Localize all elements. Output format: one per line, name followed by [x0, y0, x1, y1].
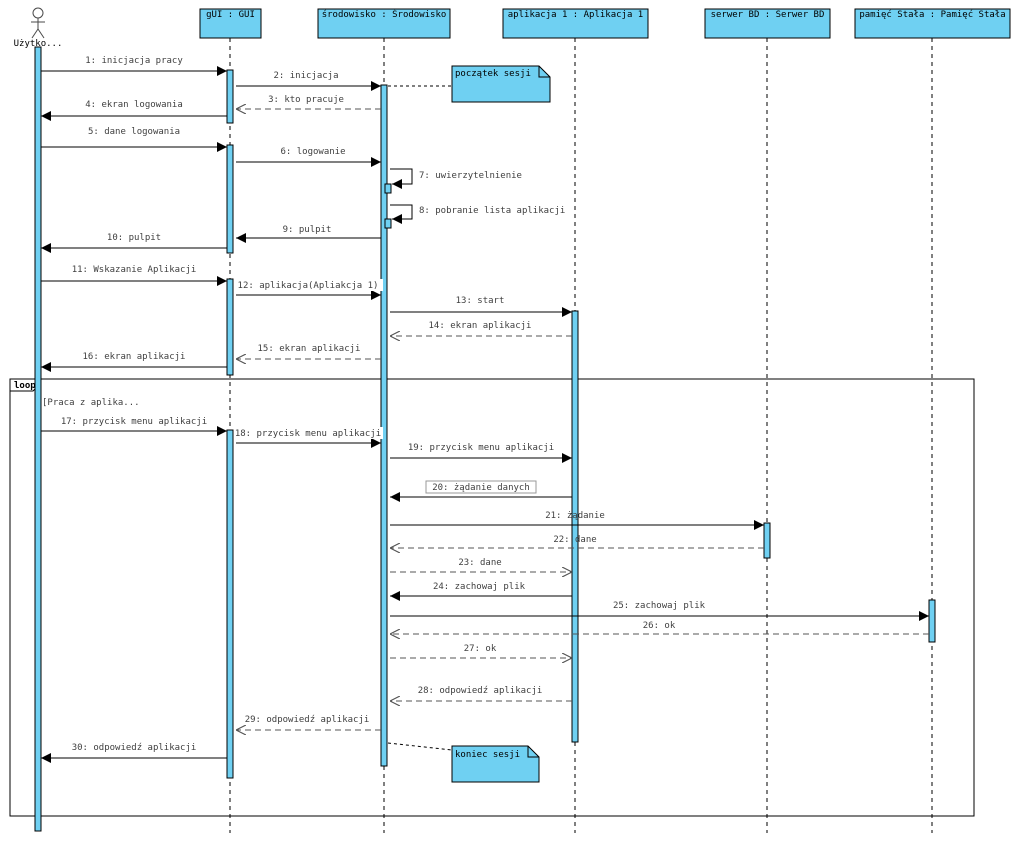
participant-gui[interactable]: gUI : GUI	[199, 8, 262, 39]
message-2-label: 2: inicjacja	[273, 71, 338, 81]
activation-gui-1	[226, 69, 234, 124]
message-27-label: 27: ok	[464, 644, 497, 654]
message-13[interactable]: 13: start	[390, 296, 572, 317]
message-3[interactable]: 3: kto pracuje	[236, 95, 381, 109]
activation-aplikacja	[571, 310, 579, 743]
message-3-label: 3: kto pracuje	[268, 95, 344, 105]
message-20[interactable]: 20: żądanie danych	[390, 480, 572, 502]
activation-srodowisko-self-8	[384, 218, 392, 229]
activation-serwer-bd	[763, 522, 771, 559]
message-11-label: 11: Wskazanie Aplikacji	[72, 265, 197, 275]
message-27[interactable]: 27: ok	[390, 644, 572, 658]
participant-srodowisko[interactable]: środowisko : Środowisko	[317, 8, 451, 39]
message-24[interactable]: 24: zachowaj plik	[390, 582, 572, 601]
participant-pamiec-stala[interactable]: pamięć Stała : Pamięć Stała	[854, 8, 1011, 39]
message-12[interactable]: 12: aplikacja(Apliakcja 1)	[234, 279, 383, 300]
activation-actor	[34, 46, 42, 832]
message-21[interactable]: 21: żądanie	[390, 511, 764, 530]
message-23[interactable]: 23: dane	[390, 558, 572, 572]
message-18-label: 18: przycisk menu aplikacji	[235, 429, 381, 439]
message-15-label: 15: ekran aplikacji	[258, 344, 361, 354]
activation-pamiec-stala	[928, 599, 936, 643]
participant-aplikacja[interactable]: aplikacja 1 : Aplikacja 1	[502, 8, 649, 39]
activation-srodowisko	[380, 84, 388, 767]
message-6[interactable]: 6: logowanie	[236, 147, 381, 167]
message-23-label: 23: dane	[458, 558, 501, 568]
message-10[interactable]: 10: pulpit	[41, 233, 227, 253]
message-30-label: 30: odpowiedź aplikacji	[72, 743, 197, 753]
message-5-label: 5: dane logowania	[88, 127, 180, 137]
message-20-label: 20: żądanie danych	[432, 483, 530, 493]
message-19-label: 19: przycisk menu aplikacji	[408, 443, 554, 453]
message-14[interactable]: 14: ekran aplikacji	[390, 321, 572, 336]
loop-operator-label: loop	[14, 381, 36, 391]
message-22-label: 22: dane	[553, 535, 596, 545]
message-9-label: 9: pulpit	[283, 225, 332, 235]
message-17[interactable]: 17: przycisk menu aplikacji	[41, 417, 227, 436]
message-4-label: 4: ekran logowania	[85, 100, 183, 110]
note-session-end-text: koniec sesji	[455, 750, 520, 760]
loop-fragment[interactable]: loop [Praca z aplika...	[9, 378, 975, 817]
participant-srodowisko-label: środowisko : Środowisko	[322, 8, 447, 20]
participant-gui-label: gUI : GUI	[206, 10, 255, 20]
note-session-end[interactable]: koniec sesji	[387, 742, 540, 783]
message-26-label: 26: ok	[643, 621, 676, 631]
message-25-label: 25: zachowaj plik	[613, 601, 706, 611]
message-13-label: 13: start	[456, 296, 505, 306]
message-1[interactable]: 1: inicjacja pracy	[41, 56, 227, 76]
message-16[interactable]: 16: ekran aplikacji	[41, 352, 227, 372]
participant-pamiec-stala-label: pamięć Stała : Pamięć Stała	[859, 9, 1005, 20]
note-session-start[interactable]: początek sesji	[388, 65, 551, 103]
message-10-label: 10: pulpit	[107, 233, 161, 243]
participant-serwer-bd[interactable]: serwer BD : Serwer BD	[704, 8, 831, 39]
message-7[interactable]: 7: uwierzytelnienie	[390, 168, 522, 189]
actor-user[interactable]: Użytko...	[14, 7, 63, 49]
message-5[interactable]: 5: dane logowania	[41, 127, 227, 152]
actor-label: Użytko...	[14, 39, 63, 49]
message-21-label: 21: żądanie	[545, 511, 605, 521]
message-1-label: 1: inicjacja pracy	[85, 56, 183, 66]
note-session-start-text: początek sesji	[455, 69, 531, 79]
message-30[interactable]: 30: odpowiedź aplikacji	[41, 743, 227, 763]
message-16-label: 16: ekran aplikacji	[83, 352, 186, 362]
message-29[interactable]: 29: odpowiedź aplikacji	[236, 715, 381, 730]
participant-aplikacja-label: aplikacja 1 : Aplikacja 1	[508, 10, 643, 20]
message-15[interactable]: 15: ekran aplikacji	[236, 344, 381, 359]
activation-gui-2	[226, 144, 234, 254]
message-9[interactable]: 9: pulpit	[236, 225, 381, 243]
loop-guard-label: [Praca z aplika...	[42, 398, 140, 408]
message-29-label: 29: odpowiedź aplikacji	[245, 715, 370, 725]
message-24-label: 24: zachowaj plik	[433, 582, 526, 592]
message-8-label: 8: pobranie lista aplikacji	[419, 206, 565, 216]
actor-stick-figure-icon	[31, 7, 45, 39]
message-8[interactable]: 8: pobranie lista aplikacji	[390, 204, 565, 224]
activation-gui-3	[226, 278, 234, 376]
message-26[interactable]: 26: ok	[390, 621, 929, 634]
message-7-label: 7: uwierzytelnienie	[419, 171, 522, 181]
message-28-label: 28: odpowiedź aplikacji	[418, 686, 543, 696]
message-11[interactable]: 11: Wskazanie Aplikacji	[41, 265, 227, 286]
message-19[interactable]: 19: przycisk menu aplikacji	[390, 443, 572, 463]
activation-gui-4	[226, 429, 234, 779]
message-6-label: 6: logowanie	[280, 147, 345, 157]
message-14-label: 14: ekran aplikacji	[429, 321, 532, 331]
message-4[interactable]: 4: ekran logowania	[41, 100, 227, 121]
message-2[interactable]: 2: inicjacja	[236, 71, 381, 91]
message-25[interactable]: 25: zachowaj plik	[390, 601, 929, 621]
message-22[interactable]: 22: dane	[390, 535, 764, 548]
participant-serwer-bd-label: serwer BD : Serwer BD	[711, 10, 825, 20]
activation-srodowisko-self-7	[384, 183, 392, 194]
message-12-label: 12: aplikacja(Apliakcja 1)	[238, 281, 379, 291]
message-18[interactable]: 18: przycisk menu aplikacji	[234, 427, 383, 448]
message-28[interactable]: 28: odpowiedź aplikacji	[390, 686, 572, 701]
message-17-label: 17: przycisk menu aplikacji	[61, 417, 207, 427]
